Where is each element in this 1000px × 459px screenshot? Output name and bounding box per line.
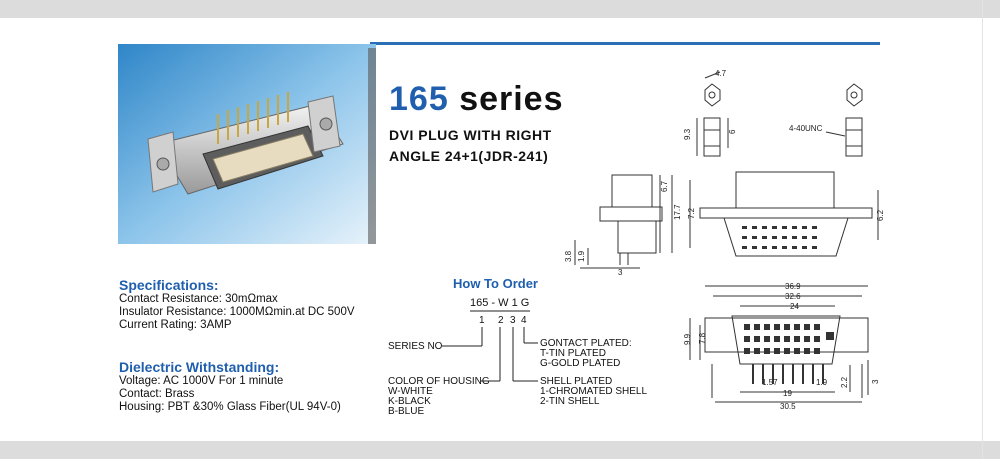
shell-plated-label: SHELL PLATED (540, 376, 613, 387)
product-line-1: DVI PLUG WITH RIGHT (389, 127, 552, 143)
dim-4-7: 4.7 (715, 69, 727, 78)
order-digit-4: 4 (521, 315, 527, 326)
contact-tin: T-TIN PLATED (540, 348, 606, 359)
top-band (0, 0, 1000, 18)
housing-color-label: COLOR OF HOUSING (388, 376, 490, 387)
side-body (611, 174, 653, 208)
dim-3-front: 3 (871, 379, 880, 384)
dim-3-8: 3.8 (564, 250, 573, 262)
standoff-left (703, 117, 721, 157)
header-rule (370, 42, 880, 45)
order-code: 165 - W 1 G (470, 297, 530, 309)
dim-6-7: 6.7 (660, 180, 669, 192)
dielectric-housing: Housing: PBT &30% Glass Fiber(UL 94V-0) (119, 401, 341, 413)
product-photo (118, 44, 376, 244)
front-lower-flange (704, 317, 869, 353)
hex-nut-right (846, 83, 863, 107)
front-lower-face (731, 315, 841, 365)
housing-blue: B-BLUE (388, 406, 425, 417)
spec-insulator-resistance: Insulator Resistance: 1000MΩmin.at DC 50… (119, 306, 355, 318)
lower-pins (752, 364, 824, 384)
dim-6: 6 (728, 129, 737, 134)
housing-white: W-WHITE (388, 386, 433, 397)
dim-32-6: 32.6 (785, 292, 801, 301)
standoff-right (845, 117, 863, 157)
dim-1-9-front: 1.9 (816, 378, 828, 387)
how-to-order-heading: How To Order (453, 276, 538, 291)
dielectric-contact: Contact: Brass (119, 388, 195, 400)
spec-contact-resistance: Contact Resistance: 30mΩmax (119, 293, 278, 305)
dielectric-voltage: Voltage: AC 1000V For 1 minute (119, 375, 284, 387)
shell-tin: 2-TIN SHELL (540, 396, 600, 407)
dim-1-57: 1.57 (762, 378, 778, 387)
contact-gold: G-GOLD PLATED (540, 358, 621, 369)
dim-3-side: 3 (618, 268, 623, 277)
series-no-label: SERIES NO (388, 341, 443, 352)
dim-7-8: 7.8 (698, 332, 707, 344)
contact-plated-label: GONTACT PLATED: (540, 338, 632, 349)
dim-9-9: 9.9 (683, 333, 692, 345)
product-name: DVI PLUG WITH RIGHT ANGLE 24+1(JDR-241) (389, 125, 552, 167)
dim-19: 19 (783, 389, 792, 398)
bottom-band (0, 441, 1000, 459)
dim-9-3: 9.3 (683, 128, 692, 140)
spec-current-rating: Current Rating: 3AMP (119, 319, 232, 331)
dielectric-heading: Dielectric Withstanding: (119, 359, 280, 375)
dim-unc: 4-40UNC (789, 124, 823, 133)
housing-black: K-BLACK (388, 396, 431, 407)
dim-7-2: 7.2 (687, 207, 696, 219)
front-upper-face (723, 217, 849, 257)
shell-chromated: 1-CHROMATED SHELL (540, 386, 648, 397)
pin-grid-upper (742, 226, 817, 249)
hex-nut-left (704, 83, 721, 107)
order-digit-1: 1 (479, 315, 485, 326)
product-line-2: ANGLE 24+1(JDR-241) (389, 148, 549, 164)
dim-24: 24 (790, 302, 799, 311)
dim-6-2: 6.2 (876, 209, 885, 221)
pin-grid-lower (744, 324, 834, 354)
right-divider (982, 0, 983, 459)
dim-30-5: 30.5 (780, 402, 796, 411)
specifications-heading: Specifications: (119, 277, 219, 293)
dim-36-9: 36.9 (785, 282, 801, 291)
dim-1-9-side: 1.9 (577, 250, 586, 262)
order-digit-2: 2 (498, 315, 504, 326)
series-title: 165 series (389, 80, 564, 119)
series-number: 165 (389, 80, 449, 118)
dim-17-7: 17.7 (673, 204, 682, 220)
dim-2-2: 2.2 (840, 376, 849, 388)
series-word: series (459, 80, 564, 118)
order-digit-3: 3 (510, 315, 516, 326)
front-upper-shell (735, 171, 835, 209)
